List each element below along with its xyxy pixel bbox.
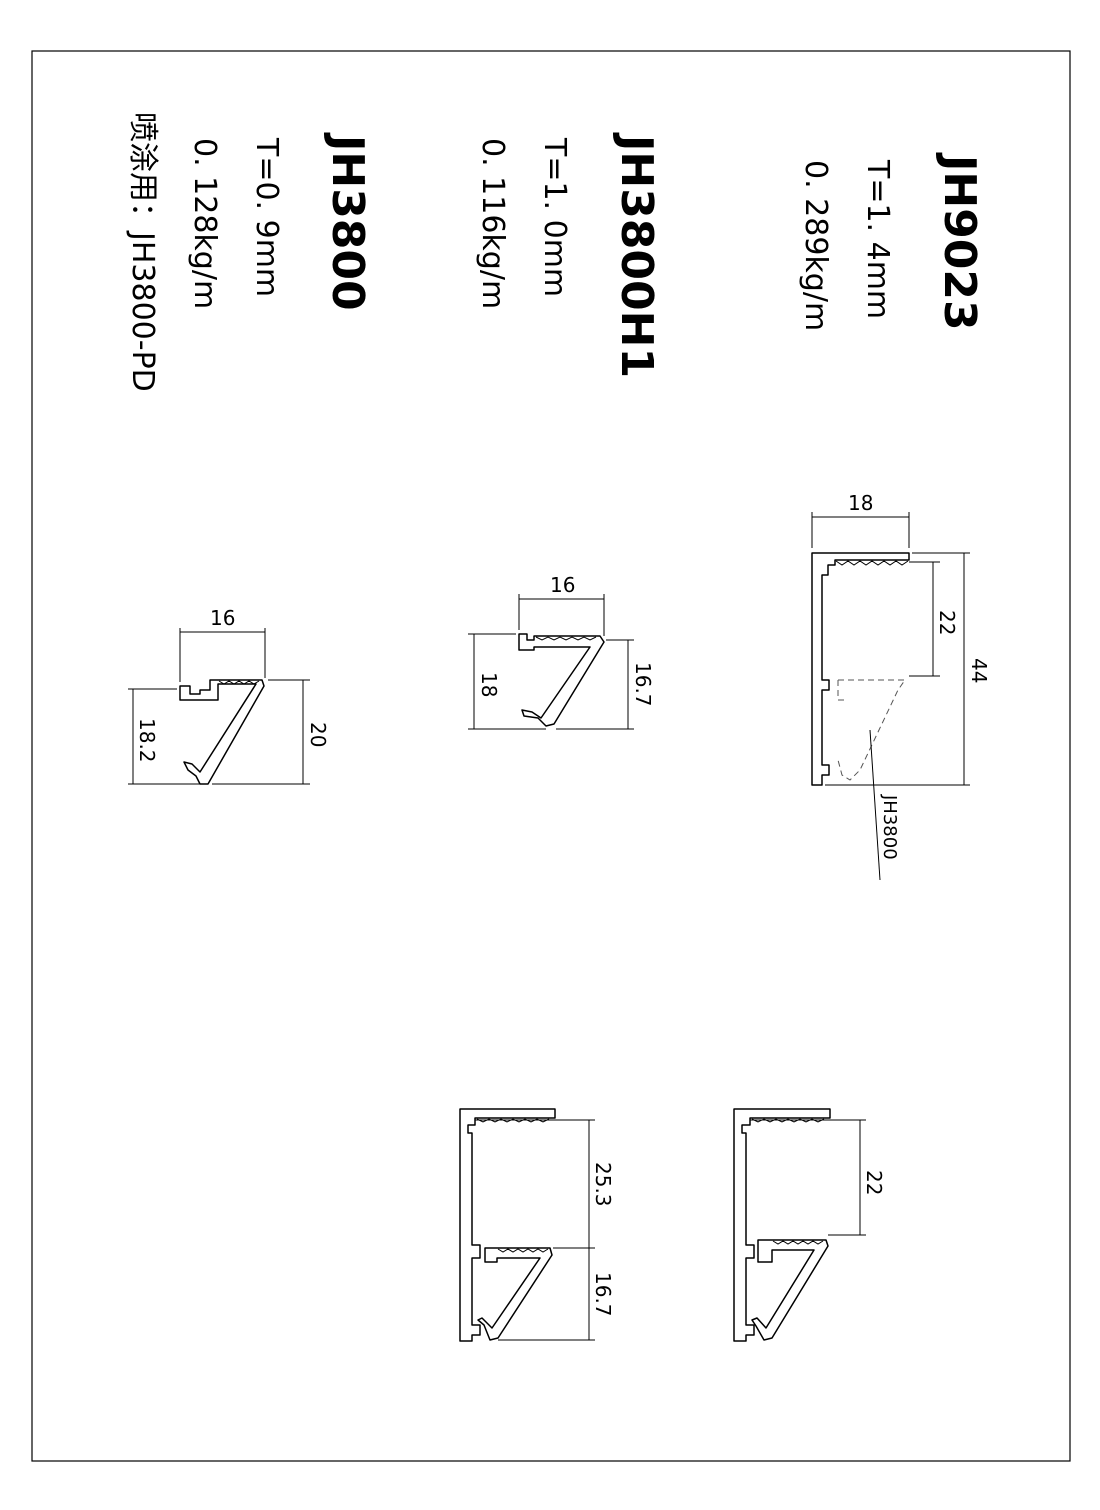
jh9023-code: JH9023 [934,152,985,331]
jh3800-code: JH3800 [322,132,373,311]
jh9023-profile-drawing: 18 22 44 JH3800 [811,491,991,881]
assembly-b-frame-profile [733,1108,831,1342]
jh9023-serration [835,560,909,566]
assembly-b-drawing: 22 [733,1108,886,1342]
jh3800h1-profile [518,633,605,727]
jh9023-width-dim: 18 [848,491,873,515]
jh3800h1-left-height-dim: 18 [477,672,501,697]
assembly-b-top-serration [751,1118,825,1123]
jh3800h1-right-height-dim: 16.7 [631,662,655,707]
jh3800-coating-note: 喷涂用：JH3800-PD [125,112,160,392]
jh9023-thickness: T=1. 4mm [860,159,895,319]
jh9023-upper-height-dim: 22 [935,610,959,635]
jh3800-weight: 0. 128kg/m [187,138,222,309]
assembly-b-jh3800h1-profile [751,1239,829,1341]
jh3800h1-width-dim: 16 [550,573,575,597]
assembly-b-jh3800h1-serration [772,1240,824,1245]
jh9023-total-height-dim: 44 [967,658,991,683]
assembly-a-lower-dim: 16.7 [591,1272,615,1317]
jh3800h1-thickness: T=1. 0mm [537,137,572,297]
jh3800-profile-drawing: 16 18.2 20 [128,606,330,785]
assembly-a-top-serration [476,1118,550,1123]
jh3800-right-height-dim: 20 [306,722,330,747]
leader-line [869,729,881,881]
jh3800-width-dim: 16 [210,606,235,630]
jh3800-left-height-dim: 18.2 [135,718,159,763]
jh3800-profile [179,679,265,785]
jh3800-ghost-profile [837,679,906,781]
jh3800h1-weight: 0. 116kg/m [475,138,510,309]
jh9023-weight: 0. 289kg/m [798,160,833,331]
assembly-a-upper-dim: 25.3 [591,1162,615,1207]
assembly-a-jh3800-profile [477,1247,553,1341]
assembly-a-frame-profile [459,1108,556,1342]
assembly-a-jh3800-serration [497,1248,549,1253]
jh3800h1-serration [535,636,597,641]
jh3800-label-group: JH3800 T=0. 9mm 0. 128kg/m 喷涂用：JH3800-PD [125,112,373,392]
jh3800h1-code: JH3800H1 [611,132,662,378]
jh9023-profile [811,552,910,786]
drawing-frame [31,50,1071,1462]
jh9023-label-group: JH9023 T=1. 4mm 0. 289kg/m [798,152,985,331]
jh3800h1-profile-drawing: 16 18 16.7 [468,573,655,730]
assembly-a-drawing: 25.3 16.7 [459,1108,615,1342]
jh3800-serration [218,680,260,685]
jh3800-leader-label: JH3800 [879,794,900,860]
jh3800h1-label-group: JH3800H1 T=1. 0mm 0. 116kg/m [475,132,662,378]
jh3800-thickness: T=0. 9mm [249,137,284,297]
assembly-b-upper-dim: 22 [862,1170,886,1195]
